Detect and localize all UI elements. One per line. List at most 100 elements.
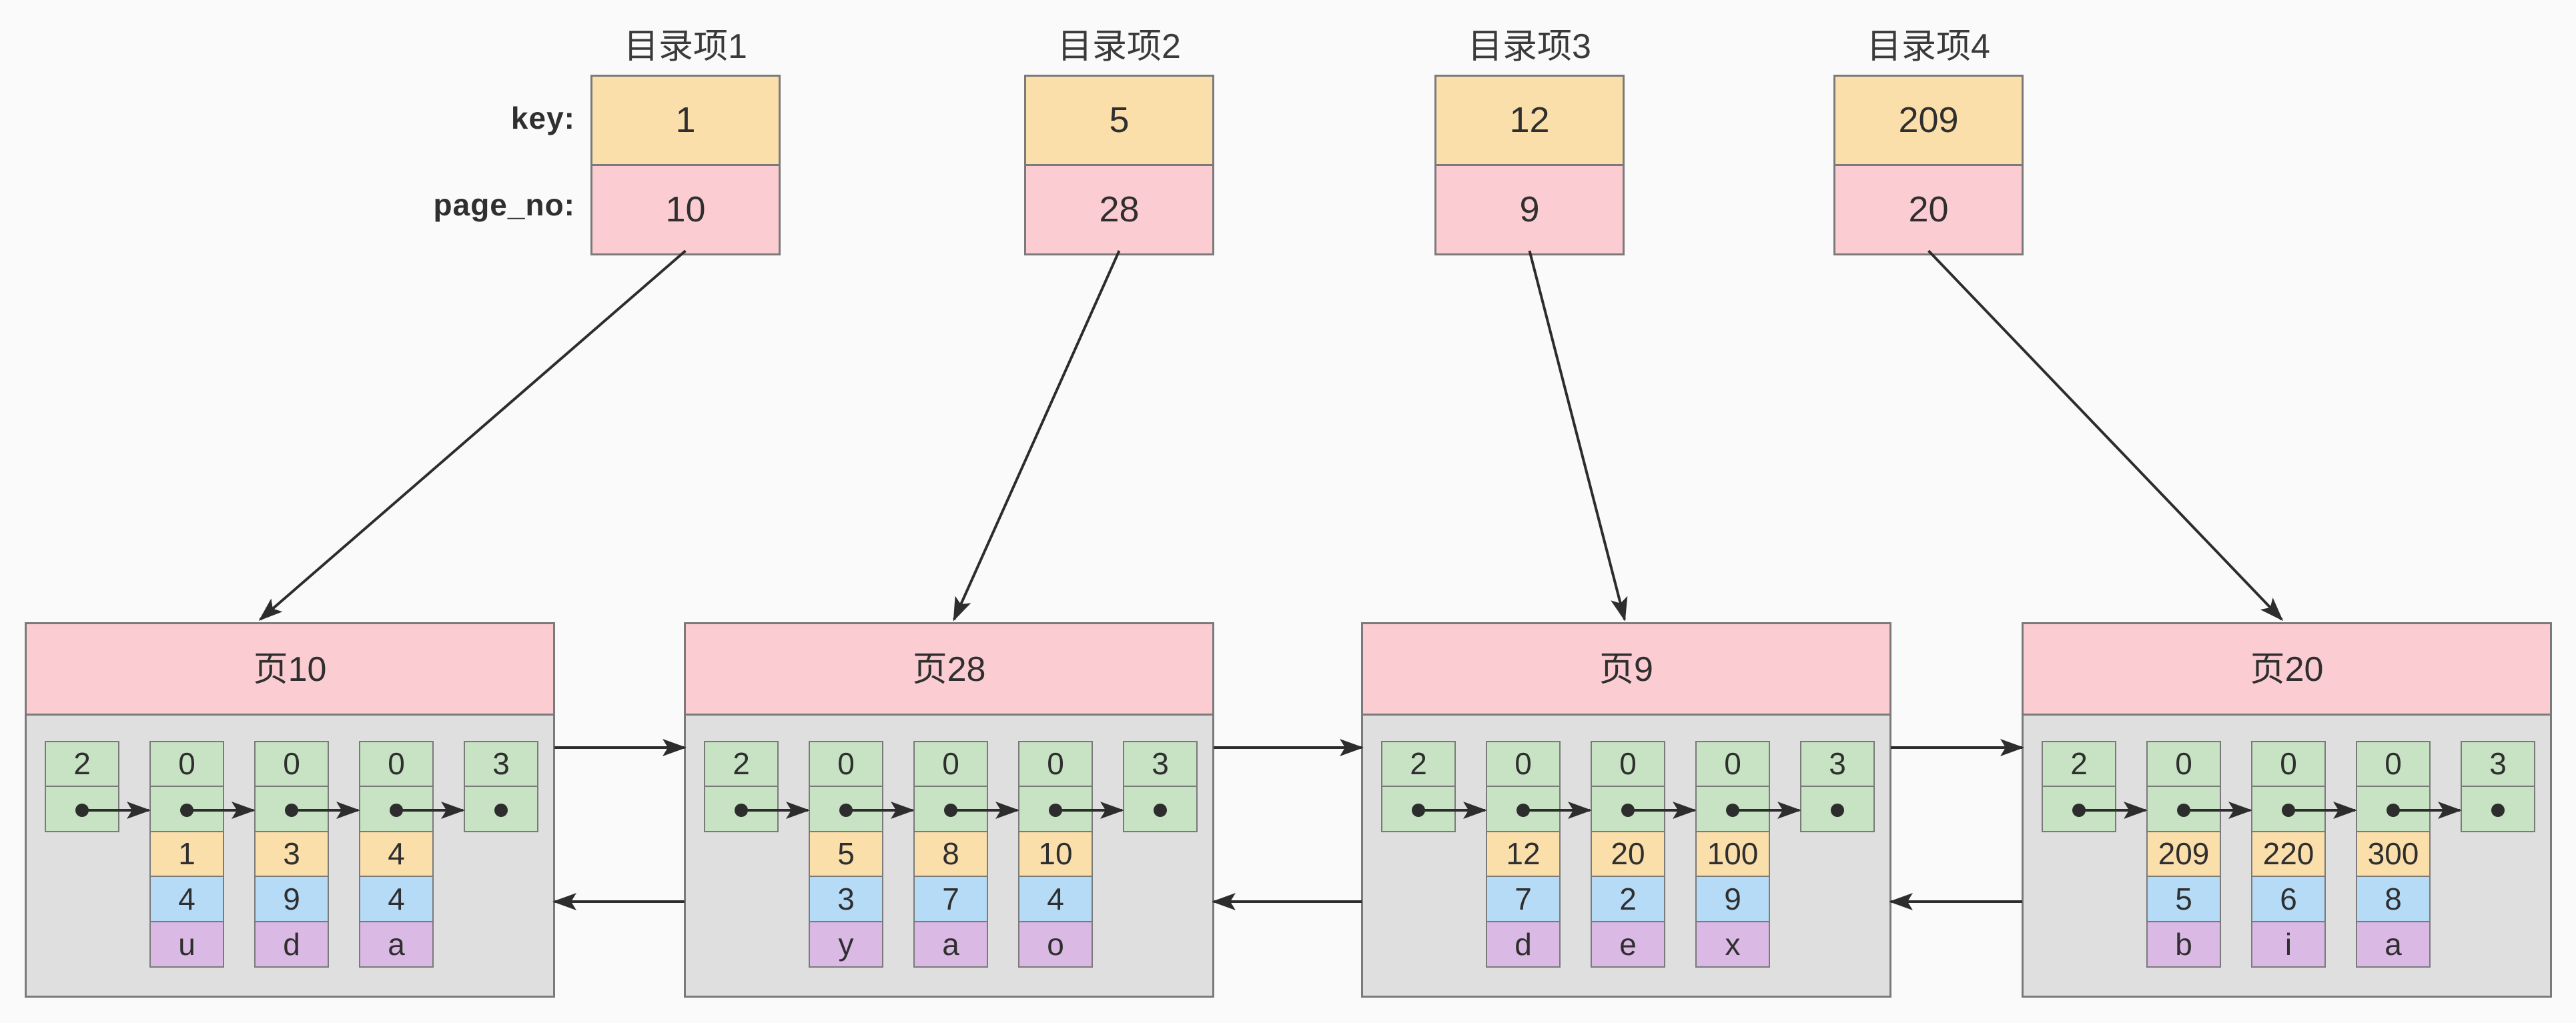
- record-type-cell: 0: [1695, 741, 1770, 787]
- record-column3-cell: x: [1695, 921, 1770, 968]
- record-key-cell: 220: [2251, 831, 2326, 877]
- record-column2-cell: 8: [2356, 876, 2431, 922]
- record-type-cell: 0: [1591, 741, 1665, 787]
- record-type-cell: 0: [2356, 741, 2431, 787]
- record-key-cell: 10: [1018, 831, 1093, 877]
- record-column: 2: [2042, 741, 2116, 832]
- record-column: 2: [45, 741, 119, 832]
- record-next-pointer-cell: [913, 786, 988, 832]
- record-column3-cell: o: [1018, 921, 1093, 968]
- record-next-pointer-cell: [1018, 786, 1093, 832]
- record-next-pointer-cell: [1695, 786, 1770, 832]
- record-type-cell: 2: [45, 741, 119, 787]
- record-column: 3: [2461, 741, 2535, 832]
- record-type-cell: 0: [913, 741, 988, 787]
- record-column: 3: [1800, 741, 1875, 832]
- record-next-pointer-cell: [1123, 786, 1198, 832]
- record-next-pointer-cell: [45, 786, 119, 832]
- record-key-cell: 4: [359, 831, 434, 877]
- page-title: 页10: [27, 624, 553, 716]
- record-type-cell: 0: [254, 741, 329, 787]
- record-column2-cell: 9: [254, 876, 329, 922]
- directory-page-no-cell: 28: [1026, 166, 1212, 253]
- record-column2-cell: 9: [1695, 876, 1770, 922]
- record-next-pointer-cell: [1486, 786, 1561, 832]
- directory-key-cell: 12: [1436, 77, 1623, 166]
- record-type-cell: 3: [1800, 741, 1875, 787]
- record-key-cell: 20: [1591, 831, 1665, 877]
- directory-entry-title: 目录项2: [1057, 27, 1181, 66]
- record-next-pointer-cell: [1800, 786, 1875, 832]
- directory-entry-title: 目录项3: [1468, 27, 1591, 66]
- record-column: 2: [704, 741, 779, 832]
- directory-to-page-arrow: [1927, 249, 2284, 622]
- record-type-cell: 0: [809, 741, 883, 787]
- record-column2-cell: 4: [149, 876, 224, 922]
- record-column2-cell: 2: [1591, 876, 1665, 922]
- record-column3-cell: a: [2356, 921, 2431, 968]
- record-next-pointer-cell: [464, 786, 538, 832]
- record-key-cell: 300: [2356, 831, 2431, 877]
- record-column3-cell: d: [1486, 921, 1561, 968]
- record-next-pointer-cell: [2251, 786, 2326, 832]
- directory-entry-title: 目录项4: [1867, 27, 1990, 66]
- record-type-cell: 0: [2251, 741, 2326, 787]
- record-column3-cell: b: [2146, 921, 2221, 968]
- record-column: 3: [464, 741, 538, 832]
- record-next-pointer-cell: [254, 786, 329, 832]
- record-type-cell: 3: [2461, 741, 2535, 787]
- directory-to-page-arrow: [1528, 250, 1628, 622]
- record-type-cell: 3: [1123, 741, 1198, 787]
- record-next-pointer-cell: [2146, 786, 2221, 832]
- record-next-pointer-cell: [149, 786, 224, 832]
- record-type-cell: 3: [464, 741, 538, 787]
- record-key-cell: 209: [2146, 831, 2221, 877]
- page-title: 页28: [686, 624, 1212, 716]
- record-next-pointer-cell: [359, 786, 434, 832]
- record-key-cell: 12: [1486, 831, 1561, 877]
- record-column3-cell: y: [809, 921, 883, 968]
- key-field-label: key:: [510, 101, 575, 135]
- directory-to-page-arrow: [258, 249, 687, 621]
- record-column3-cell: a: [359, 921, 434, 968]
- directory-page-no-cell: 20: [1835, 166, 2022, 253]
- directory-page-no-cell: 10: [592, 166, 779, 253]
- record-column3-cell: d: [254, 921, 329, 968]
- record-next-pointer-cell: [1381, 786, 1456, 832]
- directory-key-cell: 5: [1026, 77, 1212, 166]
- record-key-cell: 1: [149, 831, 224, 877]
- record-column: 3: [1123, 741, 1198, 832]
- record-column3-cell: a: [913, 921, 988, 968]
- record-type-cell: 0: [2146, 741, 2221, 787]
- record-type-cell: 0: [359, 741, 434, 787]
- record-key-cell: 100: [1695, 831, 1770, 877]
- directory-to-page-arrow: [953, 250, 1121, 622]
- page-title: 页9: [1363, 624, 1889, 716]
- directory-key-cell: 1: [592, 77, 779, 166]
- record-next-pointer-cell: [2042, 786, 2116, 832]
- directory-entry-title: 目录项1: [624, 27, 747, 66]
- record-column2-cell: 4: [359, 876, 434, 922]
- record-key-cell: 8: [913, 831, 988, 877]
- record-type-cell: 0: [149, 741, 224, 787]
- record-next-pointer-cell: [1591, 786, 1665, 832]
- record-key-cell: 3: [254, 831, 329, 877]
- record-next-pointer-cell: [2461, 786, 2535, 832]
- record-type-cell: 0: [1018, 741, 1093, 787]
- page-title: 页20: [2024, 624, 2550, 716]
